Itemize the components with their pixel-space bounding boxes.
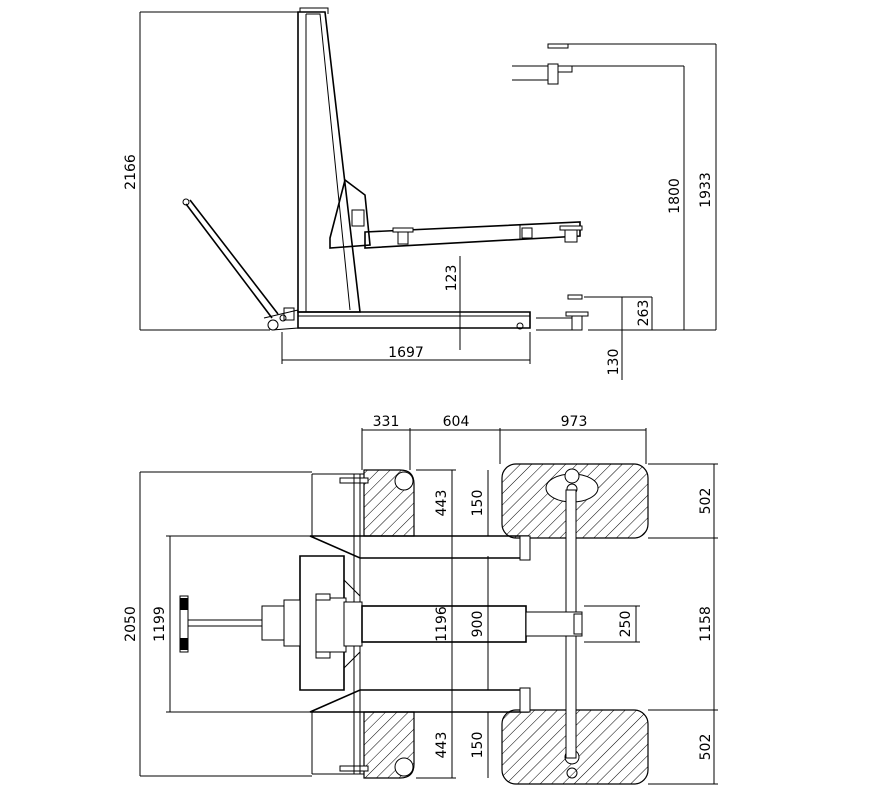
dim-base-clearance: 123 (444, 265, 460, 292)
tow-handle (182, 198, 299, 331)
column-top (361, 605, 583, 643)
lowered-pad (536, 294, 589, 331)
dim-lines-top (139, 428, 718, 785)
carriage-top (299, 555, 363, 691)
front-pad-bottom (311, 711, 415, 779)
side-view: 2166 1697 123 1800 1933 263 130 (123, 7, 717, 380)
dim-inner-track: 900 (470, 611, 486, 638)
lift-arm (364, 221, 583, 249)
dim-rear-pad-top: 502 (698, 488, 714, 515)
dim-front-arm-offset: 331 (373, 414, 400, 430)
front-pad-top (311, 469, 415, 537)
dim-lines-side (139, 11, 717, 380)
dim-arm-spacing: 604 (443, 414, 470, 430)
dim-max-pad-height: 1933 (698, 172, 714, 208)
dim-min-height: 130 (606, 349, 622, 376)
dim-handle-width: 1199 (152, 606, 168, 642)
dim-column-width: 250 (618, 611, 634, 638)
handle-top (179, 595, 301, 653)
dim-rear-pad-bottom: 502 (698, 734, 714, 761)
carriage (329, 178, 371, 249)
dim-min-pad-height: 263 (636, 300, 652, 327)
dim-overall-height: 2166 (123, 154, 139, 190)
lift-column (297, 7, 361, 313)
dim-rear-arm-reach: 973 (561, 414, 588, 430)
top-view: 331 604 973 2050 1199 443 1196 443 150 9… (123, 414, 718, 785)
dim-front-pad-top: 443 (434, 490, 450, 517)
dim-front-pad-bottom: 443 (434, 732, 450, 759)
dim-max-lift-height: 1800 (667, 178, 683, 214)
dim-gap-bottom: 150 (470, 732, 486, 759)
raised-pad (512, 43, 573, 85)
dim-length: 1697 (388, 345, 424, 361)
base-frame (297, 311, 531, 330)
dim-overall-width: 2050 (123, 606, 139, 642)
dim-gap-top: 150 (470, 490, 486, 517)
dim-arm-width: 1196 (434, 606, 450, 642)
dim-rear-track: 1158 (698, 606, 714, 642)
